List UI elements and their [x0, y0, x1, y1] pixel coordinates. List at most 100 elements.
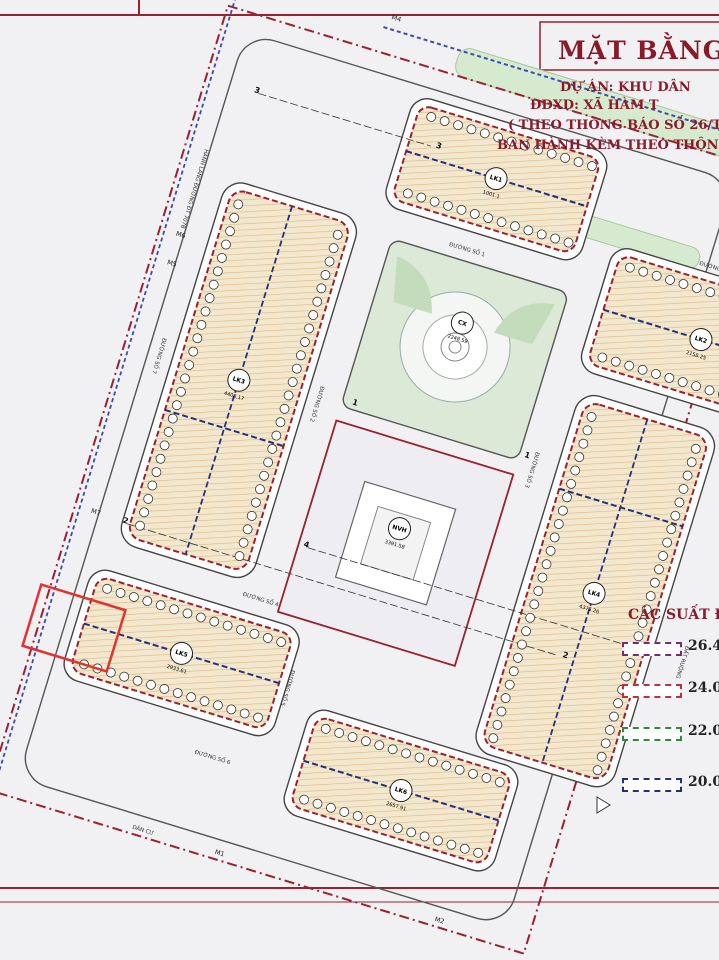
- lot-marker: [649, 577, 660, 588]
- legend-title: CÁC SUẤT Đ: [628, 607, 719, 623]
- legend-label: 26.40: [688, 638, 719, 654]
- lot-marker: [312, 296, 323, 307]
- public-area: 3391.58: [384, 539, 406, 551]
- legend-label: 20.00: [688, 774, 719, 790]
- lot-marker: [638, 266, 649, 277]
- block-code: LK5: [174, 649, 188, 659]
- lot-marker: [521, 626, 531, 637]
- legend-swatch: [622, 684, 682, 698]
- legend-swatch: [622, 727, 682, 741]
- legend-row: 26.40: [622, 638, 719, 658]
- lot-marker: [143, 494, 154, 504]
- lot-marker: [587, 161, 597, 171]
- lot-marker: [645, 591, 656, 601]
- lot-marker: [469, 209, 480, 219]
- lot-marker: [139, 507, 150, 518]
- lot-marker: [374, 740, 385, 751]
- lot-marker: [226, 704, 237, 715]
- public-code: NVH: [391, 524, 407, 535]
- lot-marker: [316, 283, 327, 294]
- lot-marker: [705, 287, 716, 298]
- project-location: ĐĐXD: XÃ HÀM T: [530, 98, 659, 113]
- lot-marker: [414, 752, 425, 763]
- lot-marker: [613, 698, 623, 709]
- lot-marker: [188, 346, 199, 357]
- lot-marker: [426, 112, 437, 122]
- lot-marker: [366, 815, 376, 825]
- lot-marker: [115, 588, 126, 598]
- lot-marker: [204, 293, 215, 303]
- lot-marker: [102, 583, 113, 594]
- section-mark: 3: [253, 85, 261, 95]
- project-name: DỰ ÁN: KHU DÂN: [560, 80, 691, 95]
- lot-marker: [180, 373, 190, 384]
- public-area: 2248.59: [447, 333, 469, 345]
- lot-marker: [504, 679, 515, 690]
- lot-marker: [163, 427, 174, 437]
- lot-marker: [196, 319, 207, 330]
- lot-marker: [537, 572, 548, 583]
- lot-marker: [320, 270, 331, 280]
- lot-marker: [279, 403, 290, 414]
- marker-label: M4: [391, 13, 403, 24]
- lot-marker: [433, 835, 443, 846]
- section-mark: 4: [303, 540, 311, 550]
- lot-marker: [541, 559, 552, 570]
- lot-marker: [624, 262, 635, 273]
- lot-marker: [208, 279, 219, 290]
- legend-row: 20.00: [622, 774, 719, 794]
- lot-marker: [600, 738, 611, 749]
- lot-marker: [674, 497, 685, 508]
- lot-marker: [262, 633, 273, 643]
- lot-marker: [670, 510, 681, 521]
- lot-marker: [334, 728, 345, 738]
- lot-marker: [135, 520, 145, 531]
- lot-marker: [195, 612, 206, 623]
- lot-marker: [332, 229, 343, 240]
- marker-label: M1: [214, 848, 226, 859]
- lot-marker: [253, 712, 263, 723]
- lot-marker: [271, 430, 282, 441]
- lot-marker: [512, 653, 523, 663]
- lot-marker: [604, 725, 615, 735]
- lot-marker: [483, 213, 494, 223]
- lot-marker: [665, 275, 675, 285]
- lot-marker: [406, 827, 417, 838]
- lot-marker: [276, 637, 287, 647]
- lot-marker: [500, 693, 511, 703]
- marker-label: M7: [90, 507, 102, 518]
- block-area: 2933.61: [166, 664, 188, 676]
- lot-marker: [234, 551, 245, 561]
- legend-row: 22.0: [622, 723, 719, 743]
- lot-marker: [488, 733, 499, 744]
- lot-marker: [566, 478, 576, 489]
- lot-marker: [328, 243, 339, 254]
- lot-marker: [677, 377, 688, 387]
- arrow-icon: [596, 796, 611, 814]
- lot-marker: [466, 124, 477, 135]
- lot-marker: [651, 368, 661, 379]
- lot-marker: [200, 306, 211, 317]
- block-code: LK4: [587, 589, 601, 599]
- lot-marker: [169, 604, 179, 615]
- marker-label: M6: [175, 230, 187, 241]
- lot-marker: [324, 256, 335, 267]
- lot-marker: [641, 604, 652, 615]
- lot-marker: [119, 671, 130, 682]
- lot-marker: [545, 545, 556, 556]
- lot-marker: [533, 144, 544, 155]
- lot-marker: [184, 360, 195, 370]
- lot-marker: [691, 283, 702, 293]
- lot-marker: [493, 132, 504, 143]
- lot-marker: [691, 381, 702, 392]
- lot-marker: [560, 153, 571, 163]
- lot-marker: [597, 352, 608, 363]
- lot-marker: [662, 537, 673, 548]
- lot-marker: [242, 524, 253, 535]
- lot-marker: [517, 639, 527, 650]
- block-badge: [227, 368, 251, 392]
- lot-marker: [339, 807, 350, 817]
- lot-marker: [536, 229, 547, 240]
- lot-marker: [704, 385, 715, 396]
